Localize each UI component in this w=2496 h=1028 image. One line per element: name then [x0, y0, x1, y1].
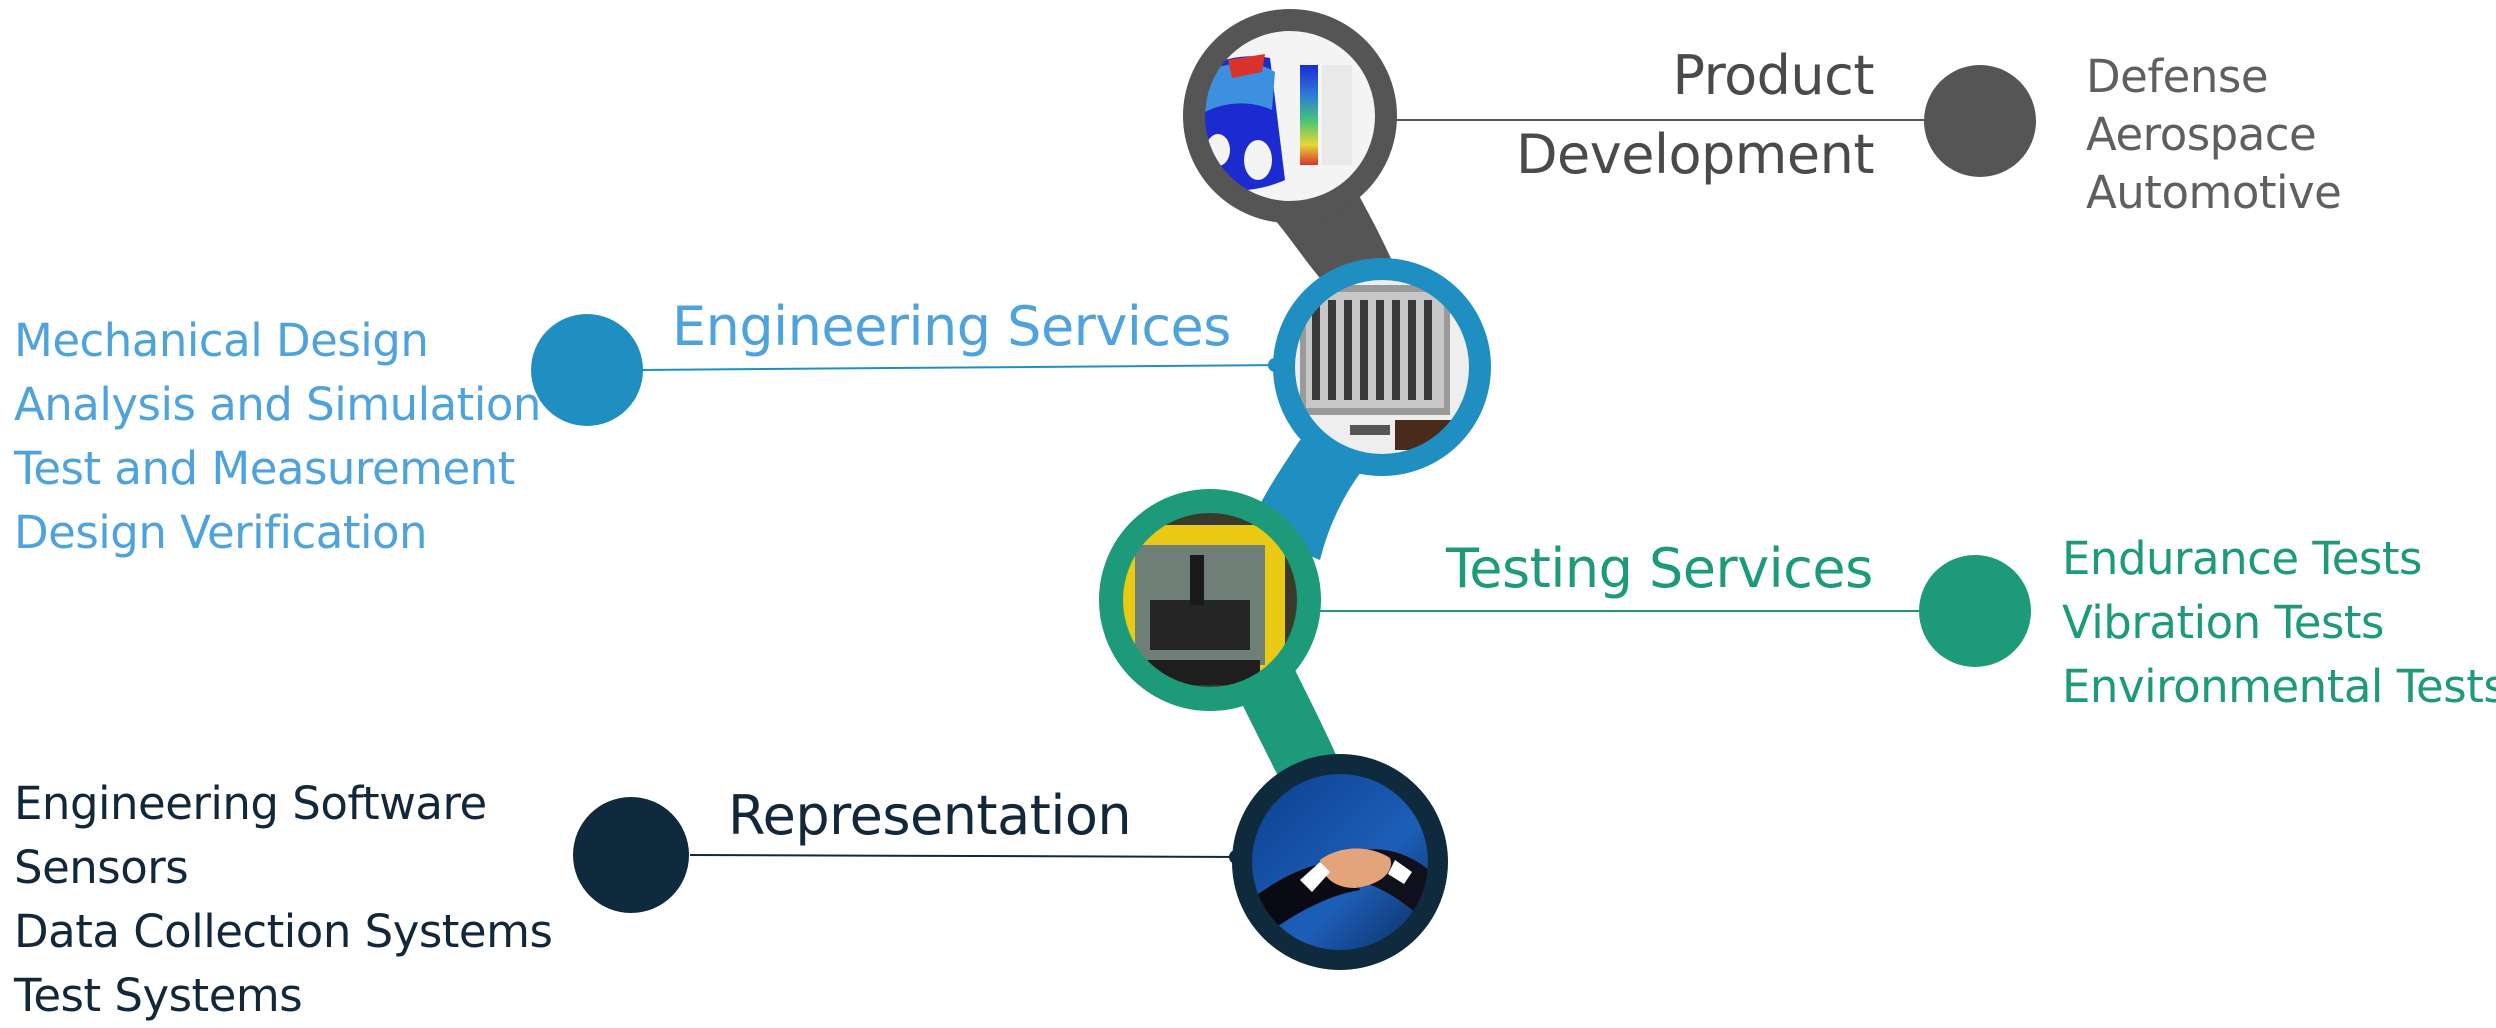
product-list: Defense Aerospace Automotive — [2086, 45, 2342, 225]
representation-image-circle — [1232, 754, 1448, 970]
testing-list-item: Environmental Tests — [2062, 660, 2496, 713]
test-rig-image-icon — [1118, 508, 1302, 692]
engineering-title: Engineering Services — [672, 295, 1231, 358]
testing-bullet-dot — [1919, 555, 2031, 667]
product-title-line2: Development — [1515, 123, 1875, 186]
product-list-item: Defense — [2086, 50, 2269, 103]
engineering-bullet-dot — [531, 314, 643, 426]
handshake-image-icon — [1248, 770, 1432, 954]
representation-bullet-dot — [573, 797, 689, 913]
product-bullet-dot — [1924, 65, 2036, 177]
testing-title: Testing Services — [1446, 537, 1873, 600]
testing-list-item: Endurance Tests — [2062, 532, 2422, 585]
engineering-list-item: Test and Measurement — [14, 442, 515, 495]
engineering-leader-line — [639, 364, 1283, 371]
product-list-item: Aerospace — [2086, 108, 2317, 161]
product-list-item: Automotive — [2086, 166, 2342, 219]
product-image-circle — [1183, 9, 1397, 223]
representation-list-item: Sensors — [14, 841, 189, 894]
representation-title: Representation — [728, 784, 1132, 847]
product-title-line1: Product — [1672, 44, 1874, 107]
testing-list: Endurance Tests Vibration Tests Environm… — [2062, 527, 2496, 719]
engineering-image-circle — [1273, 258, 1491, 476]
engineering-list: Mechanical Design Analysis and Simulatio… — [14, 309, 541, 565]
representation-list-item: Data Collection Systems — [14, 905, 553, 958]
engineering-list-item: Design Verification — [14, 506, 428, 559]
engineering-list-item: Mechanical Design — [14, 314, 429, 367]
representation-list-item: Engineering Software — [14, 777, 487, 830]
engineering-list-item: Analysis and Simulation — [14, 378, 541, 431]
representation-list-item: Test Systems — [14, 969, 303, 1022]
representation-list: Engineering Software Sensors Data Collec… — [14, 772, 553, 1028]
testing-list-item: Vibration Tests — [2062, 596, 2385, 649]
testing-image-circle — [1099, 489, 1321, 711]
representation-leader-line — [689, 854, 1245, 858]
